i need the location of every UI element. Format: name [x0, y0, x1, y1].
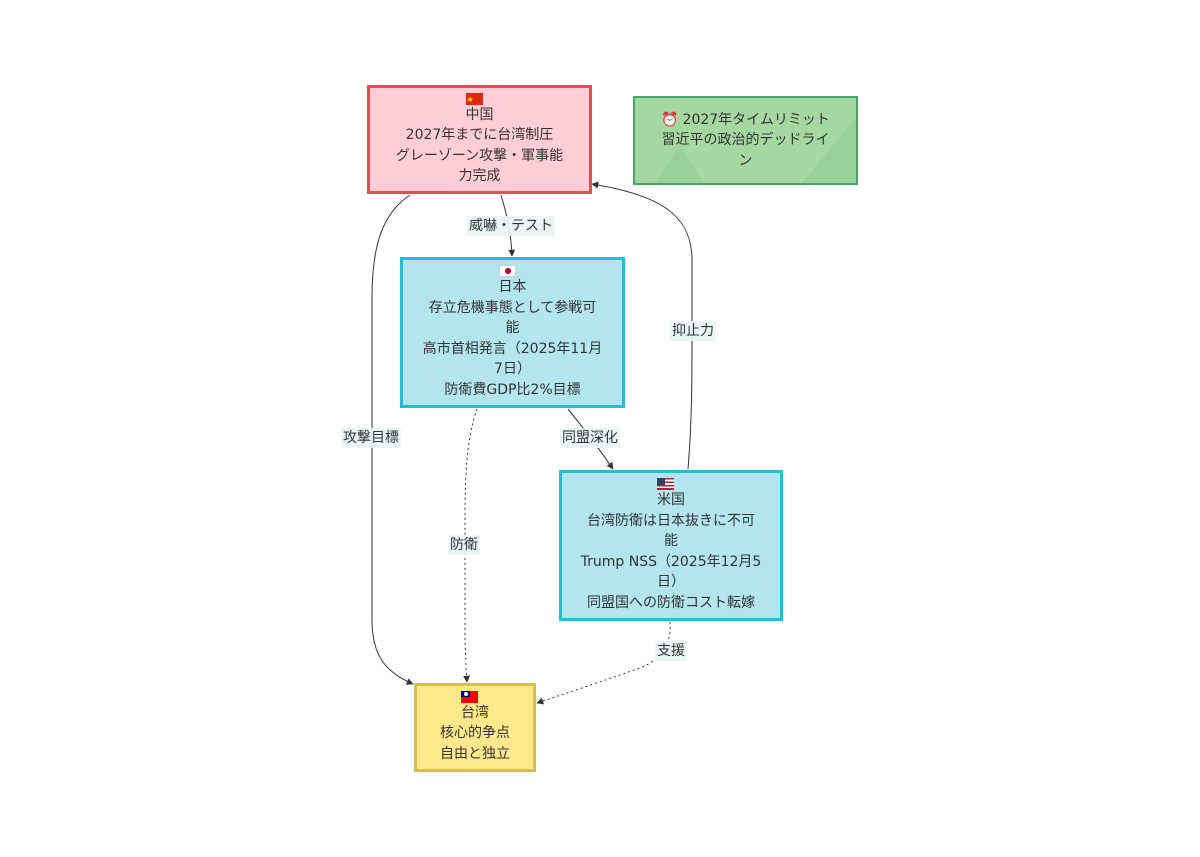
taiwan-flag-icon: [461, 690, 478, 703]
node-taiwan[interactable]: 台湾 核心的争点 自由と独立: [414, 683, 536, 772]
node-japan-title: 日本: [498, 279, 527, 295]
node-usa-line: 能: [664, 533, 678, 549]
node-time-limit-title-row: ⏰2027年タイムリミット: [661, 110, 830, 131]
edge-label-china-taiwan: 攻撃目標: [341, 428, 401, 448]
node-japan[interactable]: 日本 存立危機事態として参戦可 能 高市首相発言（2025年11月 7日） 防衛…: [400, 257, 625, 408]
node-china[interactable]: 中国 2027年までに台湾制圧 グレーゾーン攻撃・軍事能 力完成: [367, 85, 592, 194]
node-usa-line: Trump NSS（2025年12月5: [580, 553, 762, 570]
node-usa-title: 米国: [657, 492, 685, 508]
node-usa-line: 日）: [657, 574, 685, 590]
edge-label-china-japan: 威嚇・テスト: [467, 216, 555, 236]
node-china-line: グレーゾーン攻撃・軍事能: [395, 147, 564, 164]
node-japan-line: 能: [505, 320, 520, 336]
node-taiwan-title: 台湾: [461, 704, 489, 721]
us-flag-icon: [657, 478, 674, 490]
node-usa-line: 同盟国への防衛コスト転嫁: [587, 594, 755, 611]
node-usa-title-row: 米国: [657, 478, 685, 511]
edge-label-japan-usa: 同盟深化: [560, 428, 620, 448]
node-japan-title-row: 日本: [498, 265, 527, 298]
edge-china-taiwan: [371, 194, 414, 685]
alarm-clock-icon: ⏰: [661, 111, 679, 128]
edge-label-usa-china: 抑止力: [670, 321, 716, 341]
node-japan-line: 7日）: [494, 361, 531, 377]
node-china-line: 力完成: [458, 168, 501, 184]
edge-usa-china: [591, 181, 693, 470]
node-time-limit-line: 2027年タイムリミット: [682, 111, 830, 128]
node-time-limit-decoration: [654, 117, 856, 183]
edge-label-usa-taiwan: 支援: [655, 641, 687, 661]
edge-usa-taiwan: [536, 621, 671, 705]
node-taiwan-line: 自由と独立: [440, 745, 510, 762]
edge-japan-taiwan: [463, 408, 478, 683]
node-japan-line: 防衛費GDP比2%目標: [444, 381, 581, 398]
china-flag-icon: [465, 90, 483, 110]
node-china-title-row: 中国: [465, 90, 494, 126]
node-japan-line: 存立危機事態として参戦可: [428, 299, 597, 316]
node-usa[interactable]: 米国 台湾防衛は日本抜きに不可 能 Trump NSS（2025年12月5 日）…: [559, 470, 783, 621]
node-time-limit-line: 習近平の政治的デッドライ: [661, 132, 830, 149]
node-japan-line: 高市首相発言（2025年11月: [422, 340, 603, 357]
node-time-limit-line: ン: [738, 152, 753, 169]
node-usa-line: 台湾防衛は日本抜きに不可: [587, 512, 755, 529]
node-taiwan-title-row: 台湾: [461, 690, 489, 724]
node-china-line: 2027年までに台湾制圧: [405, 127, 554, 143]
japan-flag-icon: [498, 265, 516, 277]
node-taiwan-line: 核心的争点: [440, 725, 510, 742]
node-china-title: 中国: [465, 106, 494, 123]
edge-label-japan-taiwan: 防衛: [448, 535, 480, 555]
node-time-limit[interactable]: ⏰2027年タイムリミット 習近平の政治的デッドライ ン: [633, 96, 858, 185]
